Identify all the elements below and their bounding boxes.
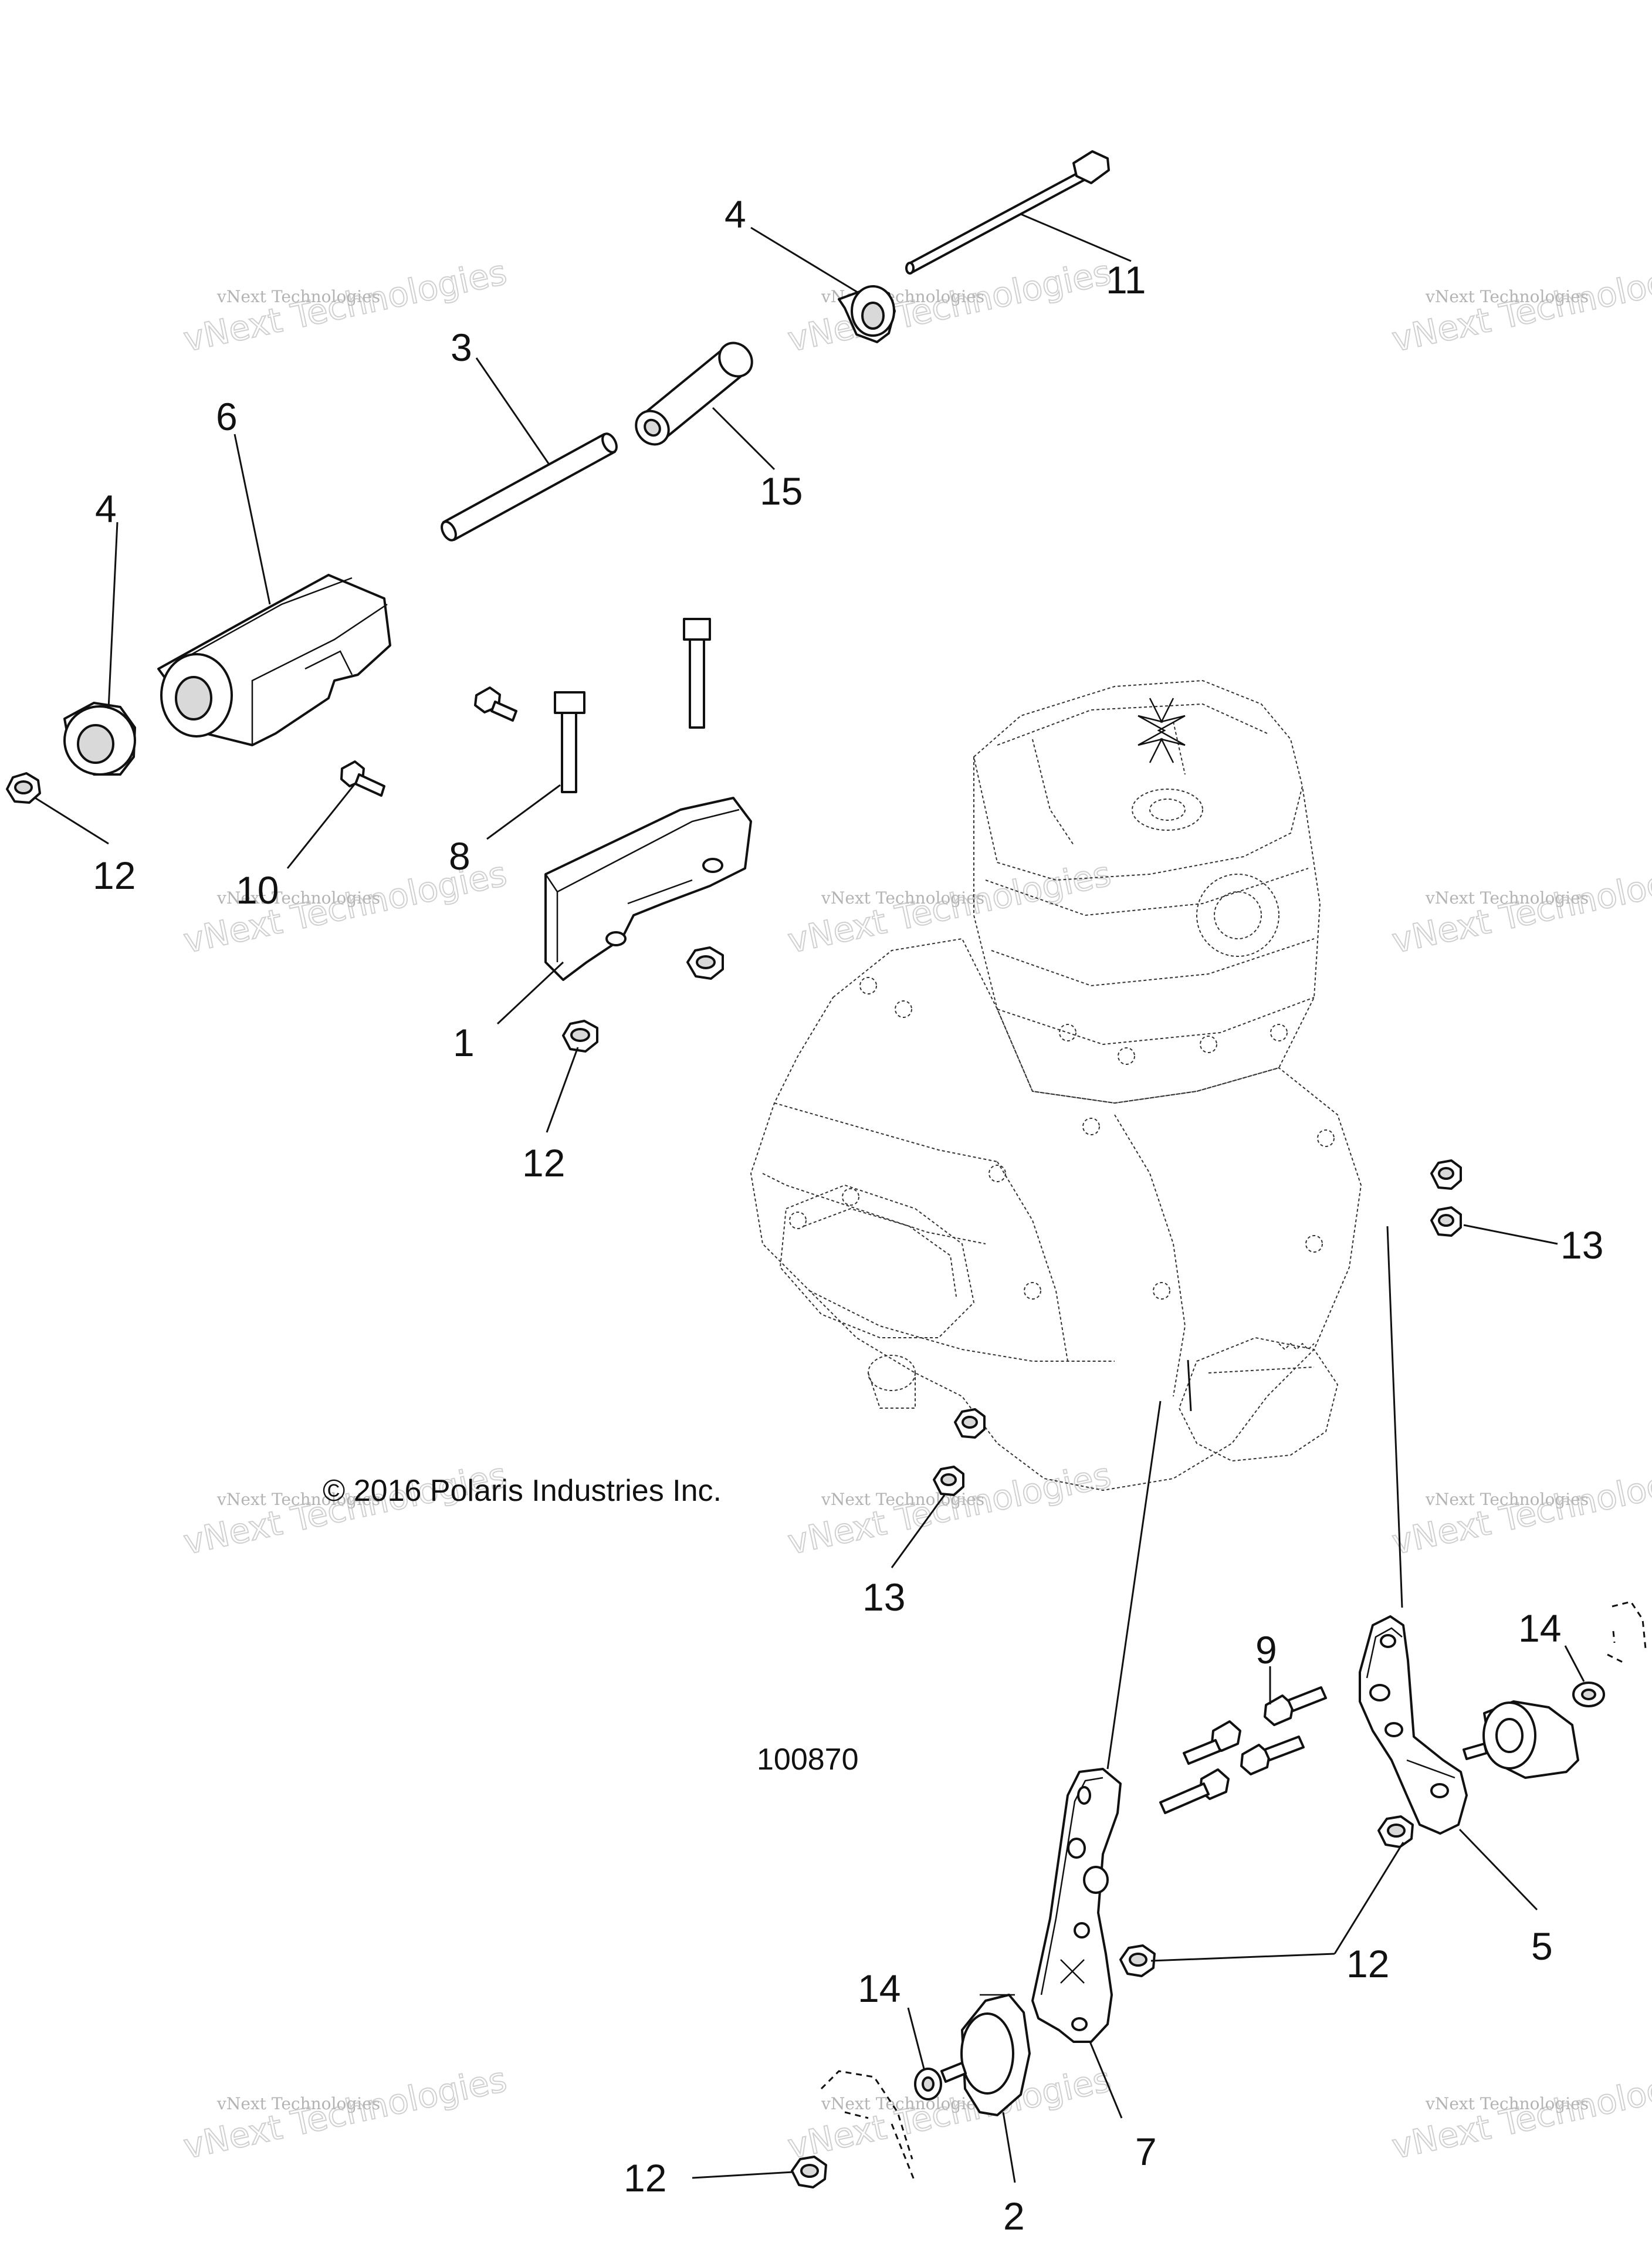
callout-14-right: 14	[1518, 1606, 1561, 1650]
callout-5: 5	[1531, 1924, 1553, 1968]
callout-12-mid: 12	[1346, 1942, 1389, 1985]
nut-13-lower-b	[933, 1466, 964, 1496]
callout-6: 6	[216, 395, 238, 438]
svg-text:vNext Technologies: vNext Technologies	[821, 2094, 984, 2113]
flange-nut-12-bracket7	[1119, 1944, 1156, 1977]
flange-nut-12-left	[6, 772, 41, 804]
flange-nut-12-lower	[562, 1020, 598, 1053]
watermark-3: vNext Technologies vNext Technologies	[1388, 252, 1652, 360]
svg-text:vNext Technologies: vNext Technologies	[216, 2094, 380, 2113]
svg-text:vNext Technologies: vNext Technologies	[1425, 1490, 1589, 1509]
small-bolt-upper	[474, 686, 517, 722]
frame-outline-right	[1607, 1601, 1647, 1665]
callout-8: 8	[449, 834, 470, 878]
watermark-7: vNext Technologies vNext Technologies	[180, 1454, 510, 1563]
bolt-9-d	[1159, 1768, 1230, 1814]
callout-12-bracket: 12	[522, 1141, 565, 1185]
diagram-number: 100870	[757, 1743, 859, 1777]
watermark-10: vNext Technologies vNext Technologies	[180, 2059, 510, 2167]
mount-bracket-5	[1359, 1615, 1468, 1835]
mount-bracket-7	[1031, 1768, 1122, 2043]
callout-2: 2	[1003, 2194, 1025, 2238]
svg-text:vNext Technologies: vNext Technologies	[821, 888, 984, 908]
callout-7: 7	[1135, 2130, 1157, 2173]
sleeve-15	[635, 341, 753, 446]
long-bolt-11	[905, 150, 1110, 275]
watermark-6: vNext Technologies vNext Technologies	[1388, 853, 1652, 962]
mount-housing-6	[157, 574, 391, 746]
tube-3	[441, 432, 618, 542]
bolt-8-short	[554, 691, 585, 793]
svg-text:vNext Technologies: vNext Technologies	[1425, 287, 1589, 306]
flange-nut-12-bracket	[686, 946, 724, 980]
watermark-5: vNext Technologies vNext Technologies	[784, 853, 1115, 962]
engine-assembly	[750, 679, 1362, 1491]
callout-10: 10	[236, 868, 279, 912]
nut-13-right-a	[1430, 1159, 1462, 1190]
isolator-left-2	[940, 1994, 1031, 2116]
callout-13-right: 13	[1560, 1223, 1603, 1267]
callout-14-left: 14	[858, 1967, 901, 2010]
watermark-12: vNext Technologies vNext Technologies	[1388, 2059, 1652, 2167]
watermark-2: vNext Technologies vNext Technologies	[784, 252, 1115, 360]
callout-1: 1	[453, 1021, 475, 1064]
callout-12-bottom: 12	[624, 2156, 666, 2200]
isolator-right	[1463, 1700, 1579, 1779]
svg-text:vNext Technologies: vNext Technologies	[216, 888, 380, 908]
washer-14-left	[914, 2068, 942, 2100]
watermark-9: vNext Technologies vNext Technologies	[1388, 1454, 1652, 1563]
callout-15: 15	[760, 469, 803, 513]
nut-13-right-b	[1430, 1206, 1462, 1237]
copyright-notice: © 2016 Polaris Industries Inc.	[323, 1474, 722, 1508]
bolt-9-c	[1240, 1736, 1305, 1775]
svg-text:vNext Technologies: vNext Technologies	[1425, 888, 1589, 908]
svg-text:vNext Technologies: vNext Technologies	[1425, 2094, 1589, 2113]
svg-text:vNext Technologies: vNext Technologies	[216, 287, 380, 306]
small-bolt-10	[340, 760, 385, 797]
flange-nut-12-bottom	[791, 2156, 827, 2188]
callout-3: 3	[451, 326, 472, 369]
bushing-4-top	[838, 285, 896, 343]
bolt-8-tall	[683, 618, 711, 729]
leader-lines	[35, 213, 1585, 2183]
frame-outline-left	[820, 2070, 916, 2183]
callout-4-left: 4	[95, 487, 117, 530]
callout-9: 9	[1255, 1628, 1277, 1672]
bracket-1	[544, 797, 752, 981]
callout-12-left: 12	[93, 854, 136, 897]
bolt-9-a	[1264, 1686, 1327, 1726]
callout-labels: 4 11 3 15 6 4 12 10 8 1 12 13 13 9 14 5 …	[93, 192, 1603, 2238]
bolt-9-b	[1183, 1720, 1241, 1765]
callout-13-lower: 13	[862, 1575, 905, 1619]
nut-13-lower-a	[954, 1408, 986, 1439]
callout-11: 11	[1106, 258, 1146, 302]
svg-text:vNext Technologies: vNext Technologies	[216, 1490, 380, 1509]
bushing-4-left	[63, 702, 136, 776]
callout-4-top: 4	[725, 192, 746, 236]
washer-14-right	[1572, 1682, 1605, 1707]
flange-nut-12-bracket5	[1377, 1815, 1414, 1848]
